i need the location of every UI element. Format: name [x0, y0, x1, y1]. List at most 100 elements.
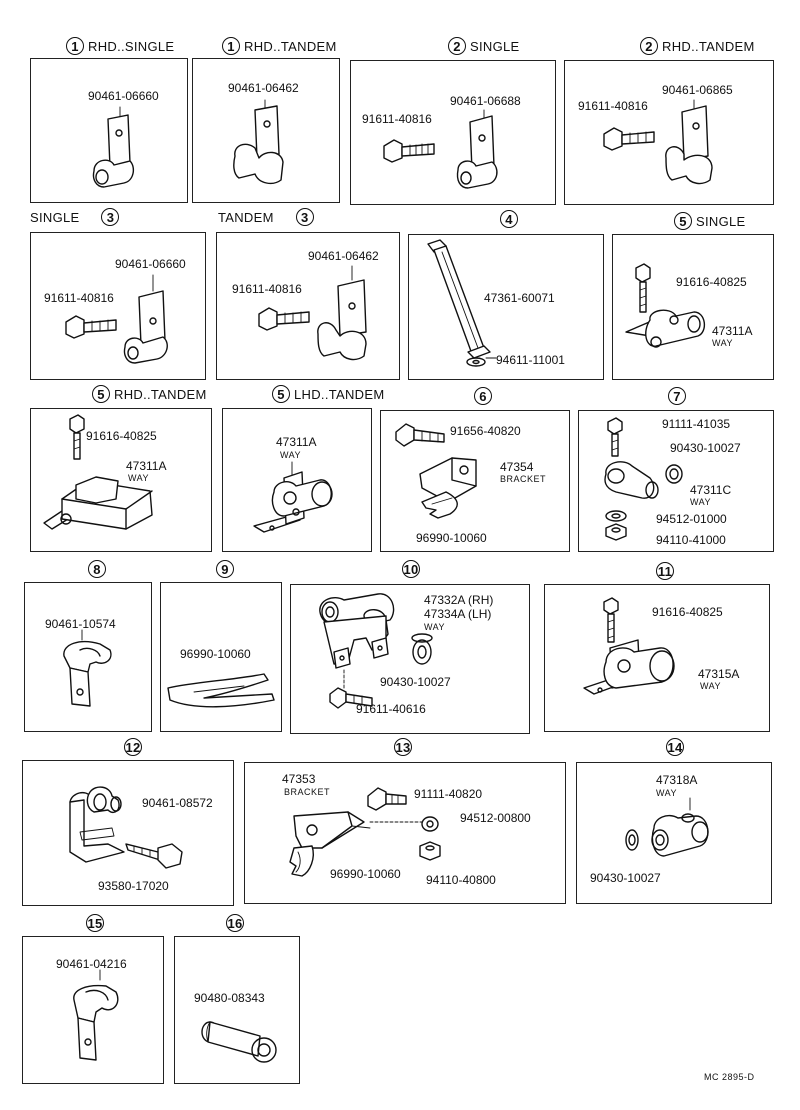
section-5-rhd-tandem-header: 5 RHD..TANDEM	[92, 385, 207, 403]
spacer-illustration	[201, 1021, 277, 1063]
clamp-illustration	[73, 969, 119, 1061]
section-11-header: 11	[656, 562, 674, 580]
part-number: 90461-06462	[228, 81, 299, 95]
section-8-header: 8	[88, 560, 106, 578]
part-number: 90461-08572	[142, 796, 213, 810]
part-number: 96990-10060	[330, 867, 401, 881]
clamp-illustration	[63, 629, 112, 707]
part-number: 91611-40616	[356, 702, 426, 716]
section-7-header: 7	[668, 387, 686, 405]
section-4-header: 4	[500, 210, 518, 228]
part-number: 90430-10027	[380, 675, 451, 689]
section-15-header: 15	[86, 914, 104, 932]
section-9-header: 9	[216, 560, 234, 578]
callout-number: 13	[394, 738, 412, 756]
section-3-tandem-header: TANDEM 3	[218, 208, 314, 226]
section-14-header: 14	[666, 738, 684, 756]
part-number: 90461-06462	[308, 249, 379, 263]
section-2-single-header: 2 SINGLE	[448, 37, 519, 55]
stay-rod-illustration	[427, 239, 497, 367]
section-3-tandem-panel	[216, 232, 400, 380]
part-subtitle: BRACKET	[284, 787, 331, 797]
callout-number: 9	[216, 560, 234, 578]
callout-number: 1	[66, 37, 84, 55]
callout-number: 6	[474, 387, 492, 405]
callout-number: 14	[666, 738, 684, 756]
way-connector-illustration	[625, 263, 705, 348]
bolt-illustration	[603, 127, 655, 151]
section-16-panel	[174, 936, 300, 1084]
section-3-single-panel	[30, 232, 206, 380]
part-number: 47332A (RH)	[424, 593, 494, 607]
callout-number: 2	[640, 37, 658, 55]
section-1-rhd-tandem-header: 1 RHD..TANDEM	[222, 37, 337, 55]
way-connector-illustration	[583, 597, 675, 695]
part-subtitle: WAY	[128, 473, 149, 483]
callout-number: 7	[668, 387, 686, 405]
part-number: 91111-40820	[414, 787, 483, 801]
part-subtitle: WAY	[700, 681, 721, 691]
section-10-panel	[290, 584, 530, 734]
clamp-illustration	[123, 274, 168, 364]
part-number: 47361-60071	[484, 291, 555, 305]
callout-number: 5	[92, 385, 110, 403]
part-subtitle: WAY	[656, 788, 677, 798]
part-number: 91111-41035	[662, 417, 731, 431]
section-1-rhd-single-header: 1 RHD..SINGLE	[66, 37, 174, 55]
part-number: 91616-40825	[676, 275, 747, 289]
part-number: 47311A	[126, 459, 167, 473]
part-number: 47353	[282, 772, 316, 786]
section-5-lhd-tandem-header: 5 LHD..TANDEM	[272, 385, 384, 403]
part-subtitle: WAY	[280, 450, 301, 460]
way-connector-illustration	[625, 797, 709, 857]
part-number: 91616-40825	[86, 429, 157, 443]
section-12-header: 12	[124, 738, 142, 756]
part-number: 94611-11001	[496, 353, 565, 367]
section-5-single-header: 5 SINGLE	[674, 212, 745, 230]
callout-number: 5	[674, 212, 692, 230]
part-number: 94512-01000	[656, 512, 727, 526]
part-number: 91656-40820	[450, 424, 521, 438]
section-12-panel	[22, 760, 234, 906]
clamp-illustration	[317, 265, 367, 361]
callout-number: 16	[226, 914, 244, 932]
bolt-illustration	[383, 139, 435, 163]
section-2-rhd-tandem-header: 2 RHD..TANDEM	[640, 37, 755, 55]
part-number: 90461-06865	[662, 83, 733, 97]
way-connector-illustration	[604, 417, 683, 541]
part-subtitle: WAY	[690, 497, 711, 507]
screw-illustration	[125, 843, 183, 869]
clamp-illustration	[665, 99, 713, 185]
part-number: 96990-10060	[180, 647, 251, 661]
clamp-illustration	[456, 109, 498, 189]
part-number: 90480-08343	[194, 991, 265, 1005]
clamp-illustration	[69, 786, 125, 863]
part-number: 94512-00800	[460, 811, 531, 825]
part-number: 47311A	[712, 324, 753, 338]
section-16-header: 16	[226, 914, 244, 932]
part-number: 91611-40816	[578, 99, 648, 113]
part-number: 47354	[500, 460, 534, 474]
drawing-code: MC 2895-D	[704, 1072, 755, 1082]
callout-number: 3	[101, 208, 120, 226]
part-number: 47334A (LH)	[424, 607, 492, 621]
part-number: 90461-04216	[56, 957, 127, 971]
part-number: 90461-06660	[115, 257, 186, 271]
way-connector-illustration	[43, 414, 153, 530]
section-10-header: 10	[402, 560, 420, 578]
part-number: 93580-17020	[98, 879, 169, 893]
part-number: 94110-40800	[426, 873, 496, 887]
part-number: 96990-10060	[416, 531, 487, 545]
part-number: 47315A	[698, 667, 740, 681]
part-subtitle: BRACKET	[500, 474, 547, 484]
part-number: 90461-06688	[450, 94, 521, 108]
part-number: 91611-40816	[44, 291, 114, 305]
section-2-single-panel	[350, 60, 556, 205]
part-number: 90430-10027	[670, 441, 741, 455]
callout-number: 5	[272, 385, 290, 403]
part-number: 91611-40816	[232, 282, 302, 296]
section-6-header: 6	[474, 387, 492, 405]
bracket-assembly-illustration	[289, 787, 441, 877]
part-number: 47318A	[656, 773, 698, 787]
callout-number: 3	[295, 208, 314, 226]
